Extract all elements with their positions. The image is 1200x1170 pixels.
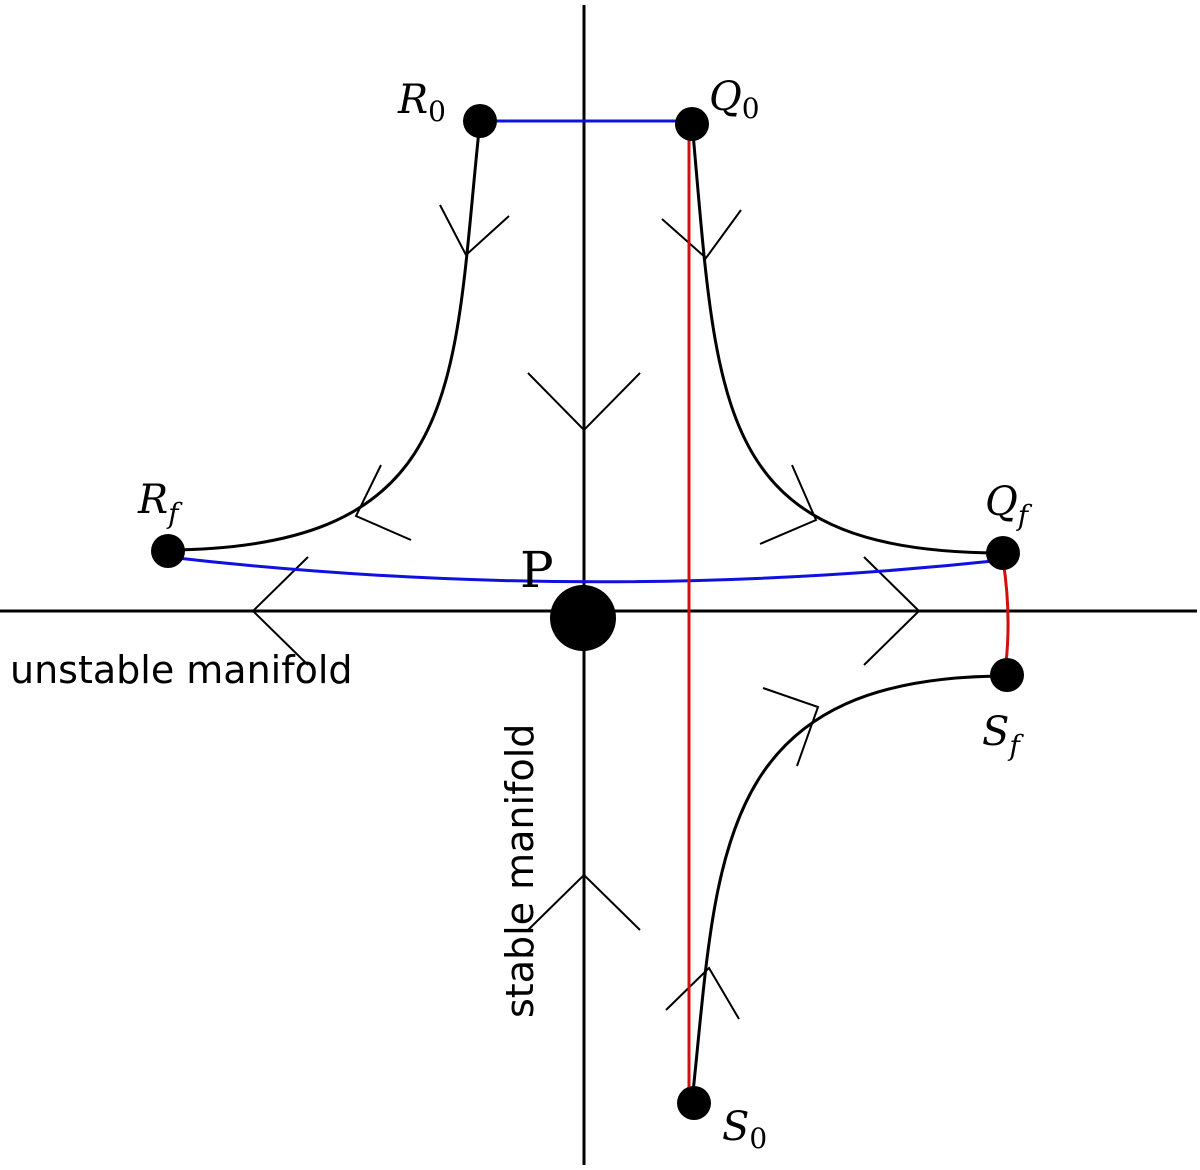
saddle-point-p xyxy=(550,585,616,651)
label-q0: Q0 xyxy=(709,74,760,125)
trajectory-r0-rf-arrow-1 xyxy=(439,204,510,257)
point-r0 xyxy=(463,104,497,138)
trajectory-q0-qf-arrow-2 xyxy=(759,464,818,545)
point-q0 xyxy=(675,107,709,141)
label-s0: S0 xyxy=(722,1104,767,1155)
stable-manifold-label: stable manifold xyxy=(498,724,542,1018)
label-saddle-point: P xyxy=(520,541,554,599)
unstable-manifold-label: unstable manifold xyxy=(10,648,353,692)
unstable-axis-arrow-left xyxy=(251,556,309,666)
point-s0 xyxy=(677,1086,711,1120)
unstable-axis-arrow-right xyxy=(863,556,921,666)
blue-segment-rf-qf xyxy=(167,555,1004,584)
trajectory-s0-sf-arrow-2 xyxy=(762,687,820,767)
trajectory-r0-rf xyxy=(167,120,482,552)
red-segment-qf-sf xyxy=(1001,559,1010,673)
trajectory-q0-qf xyxy=(690,121,1004,555)
trajectory-s0-sf-arrow-1 xyxy=(665,966,740,1020)
trajectory-s0-sf xyxy=(690,674,1008,1103)
label-r0: R0 xyxy=(397,77,446,128)
point-qf xyxy=(986,536,1020,570)
label-qf: Qf xyxy=(985,479,1033,532)
stable-axis-arrow-lower xyxy=(527,873,641,931)
stable-axis-arrow-upper xyxy=(527,372,641,432)
trajectory-r0-rf-arrow-2 xyxy=(354,464,412,541)
point-sf xyxy=(990,658,1024,692)
label-sf: Sf xyxy=(982,709,1024,762)
point-rf xyxy=(151,534,185,568)
trajectory-q0-qf-arrow-1 xyxy=(661,209,742,260)
label-rf: Rf xyxy=(137,477,183,530)
